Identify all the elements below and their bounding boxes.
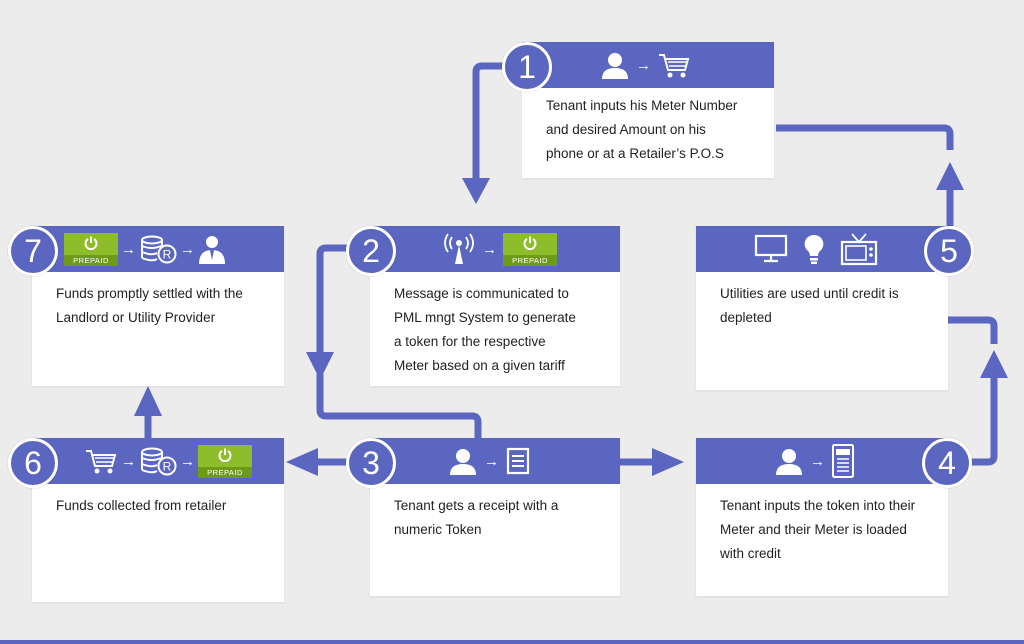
arrowhead-into-7 [134, 386, 162, 416]
arrow-icon: → [121, 452, 136, 470]
arrowhead-into-2 [462, 178, 490, 204]
step-1-header: → [522, 42, 774, 88]
step-2-badge: 2 [346, 226, 396, 276]
connector-2-to-3 [316, 244, 482, 438]
step-6-text: Funds collected from retailer [56, 498, 227, 513]
step-6-badge: 6 [8, 438, 58, 488]
cart-icon [659, 54, 690, 78]
arrowhead-into-1 [936, 162, 964, 190]
arrow-icon: → [482, 240, 497, 258]
prepaid-label: PREPAID [503, 254, 557, 266]
step-1-badge: 1 [502, 42, 552, 92]
step-3-card: → Tenant gets a receipt with a numeric T… [370, 438, 620, 596]
step-5-text: Utilities are used until credit is deple… [720, 286, 899, 325]
step-3-text: Tenant gets a receipt with a numeric Tok… [394, 498, 559, 537]
coins-currency-label: R [163, 248, 172, 262]
prepaid-icon: PREPAID [198, 444, 252, 478]
step-2-text: Message is communicated to PML mngt Syst… [394, 286, 576, 373]
step-4-badge: 4 [922, 438, 972, 488]
prepaid-icon: PREPAID [503, 232, 557, 266]
arrow-icon: → [180, 452, 195, 470]
bottom-rule [0, 640, 1024, 644]
connector-4-to-5 [970, 378, 998, 466]
step-1-icons: → [600, 42, 691, 88]
arrow-icon: → [810, 452, 825, 470]
step-5-icons [754, 226, 878, 272]
step-1-card: → Tenant inputs his Meter Number and des… [522, 42, 774, 178]
step-1-text: Tenant inputs his Meter Number and desir… [546, 98, 738, 161]
coins-icon: R [141, 235, 177, 264]
step-2-card: → PREPAID Message is communicated to PML… [370, 226, 620, 386]
arrowhead-into-4 [652, 448, 684, 476]
person-icon [776, 449, 802, 475]
step-5-header [696, 226, 948, 272]
step-5-badge: 5 [924, 226, 974, 276]
cart-icon [86, 450, 117, 474]
coins-currency-label: R [163, 460, 172, 474]
step-7-card: PREPAID → R → Funds promptly settled wit… [32, 226, 284, 386]
step-7-badge: 7 [8, 226, 58, 276]
arrow-icon: → [180, 240, 195, 258]
step-3-badge: 3 [346, 438, 396, 488]
landlord-icon [199, 236, 225, 264]
connector-5-to-4-side [948, 316, 998, 344]
prepaid-label: PREPAID [64, 254, 118, 266]
step-3-header: → [370, 438, 620, 484]
receipt-icon [506, 447, 530, 475]
step-7-icons: PREPAID → R → [64, 226, 226, 272]
arrowhead-into-2b [306, 352, 334, 380]
step-6-card: → R → PREPAID Funds collected from retai… [32, 438, 284, 602]
person-icon [450, 449, 476, 475]
arrow-icon: → [636, 56, 651, 74]
prepaid-label: PREPAID [198, 466, 252, 478]
arrow-icon: → [484, 452, 499, 470]
bulb-icon [804, 234, 824, 264]
step-2-icons: → PREPAID [442, 226, 557, 272]
arrowhead-into-4-up [980, 350, 1008, 378]
step-6-icons: → R → PREPAID [84, 438, 252, 484]
step-6-header: → R → PREPAID [32, 438, 284, 484]
person-icon [602, 53, 628, 79]
step-3-icons: → [448, 438, 531, 484]
connector-1-to-5 [776, 124, 954, 150]
prepaid-icon: PREPAID [64, 232, 118, 266]
antenna-icon [444, 233, 474, 264]
step-4-icons: → [774, 438, 855, 484]
step-4-header: → [696, 438, 948, 484]
arrow-icon: → [121, 240, 136, 258]
step-2-header: → PREPAID [370, 226, 620, 272]
meter-icon [832, 444, 854, 478]
arrowhead-into-6 [286, 448, 318, 476]
step-4-text: Tenant inputs the token into their Meter… [720, 498, 916, 561]
step-7-text: Funds promptly settled with the Landlord… [56, 286, 243, 325]
step-4-card: → Tenant inputs the token into their Met… [696, 438, 948, 596]
step-7-header: PREPAID → R → [32, 226, 284, 272]
step-5-card: Utilities are used until credit is deple… [696, 226, 948, 390]
tv-icon [840, 233, 878, 266]
monitor-icon [754, 234, 788, 263]
coins-icon: R [141, 447, 177, 476]
connector-1-to-2 [472, 62, 510, 178]
